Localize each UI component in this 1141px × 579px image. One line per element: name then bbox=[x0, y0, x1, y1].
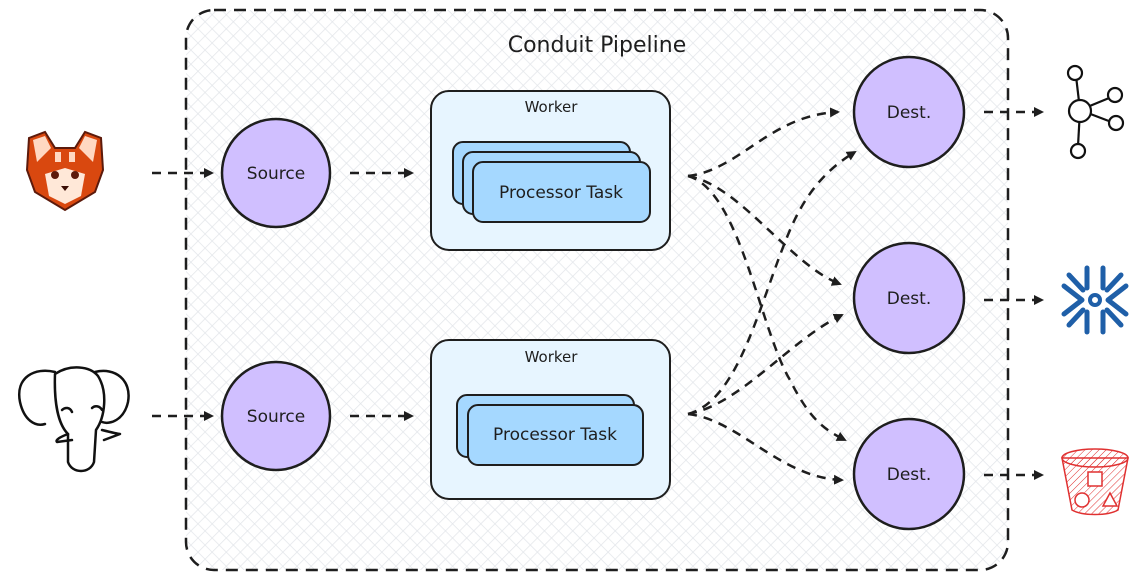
arrow-worker2-dest2 bbox=[687, 313, 844, 416]
red-panda-icon bbox=[25, 130, 105, 212]
source-label: Source bbox=[247, 164, 305, 184]
worker-label: Worker bbox=[525, 348, 579, 366]
pipeline-container: Conduit Pipeline bbox=[184, 8, 1010, 572]
arrow-worker1-dest2 bbox=[687, 174, 842, 286]
worker-1[interactable]: Worker Processor Task bbox=[430, 90, 671, 251]
elephant-icon bbox=[17, 366, 130, 473]
arrow-worker2-dest1 bbox=[687, 150, 857, 416]
worker-label: Worker bbox=[525, 98, 579, 116]
arrow-worker1-dest1 bbox=[687, 107, 840, 178]
source-node-1[interactable]: Source bbox=[220, 117, 332, 229]
fanout-arrows bbox=[687, 107, 857, 485]
destination-node-1[interactable]: Dest. bbox=[852, 55, 966, 169]
processor-task-label: Processor Task bbox=[493, 425, 617, 445]
arrow-worker1-dest3 bbox=[687, 174, 847, 442]
pipeline-title: Conduit Pipeline bbox=[508, 33, 687, 58]
source-node-2[interactable]: Source bbox=[220, 360, 332, 472]
destination-node-3[interactable]: Dest. bbox=[852, 417, 966, 531]
destination-label: Dest. bbox=[887, 103, 931, 123]
destination-label: Dest. bbox=[887, 289, 931, 309]
source-label: Source bbox=[247, 407, 305, 427]
processor-task[interactable]: Processor Task bbox=[472, 161, 651, 223]
processor-task[interactable]: Processor Task bbox=[467, 404, 644, 466]
bucket-icon bbox=[1061, 448, 1129, 516]
worker-2[interactable]: Worker Processor Task bbox=[430, 339, 671, 500]
snowflake-icon bbox=[1061, 265, 1129, 335]
destination-node-2[interactable]: Dest. bbox=[852, 241, 966, 355]
processor-task-label: Processor Task bbox=[499, 183, 623, 203]
arrow-worker2-dest3 bbox=[687, 412, 844, 485]
network-graph-icon bbox=[1066, 64, 1125, 160]
destination-label: Dest. bbox=[887, 465, 931, 485]
